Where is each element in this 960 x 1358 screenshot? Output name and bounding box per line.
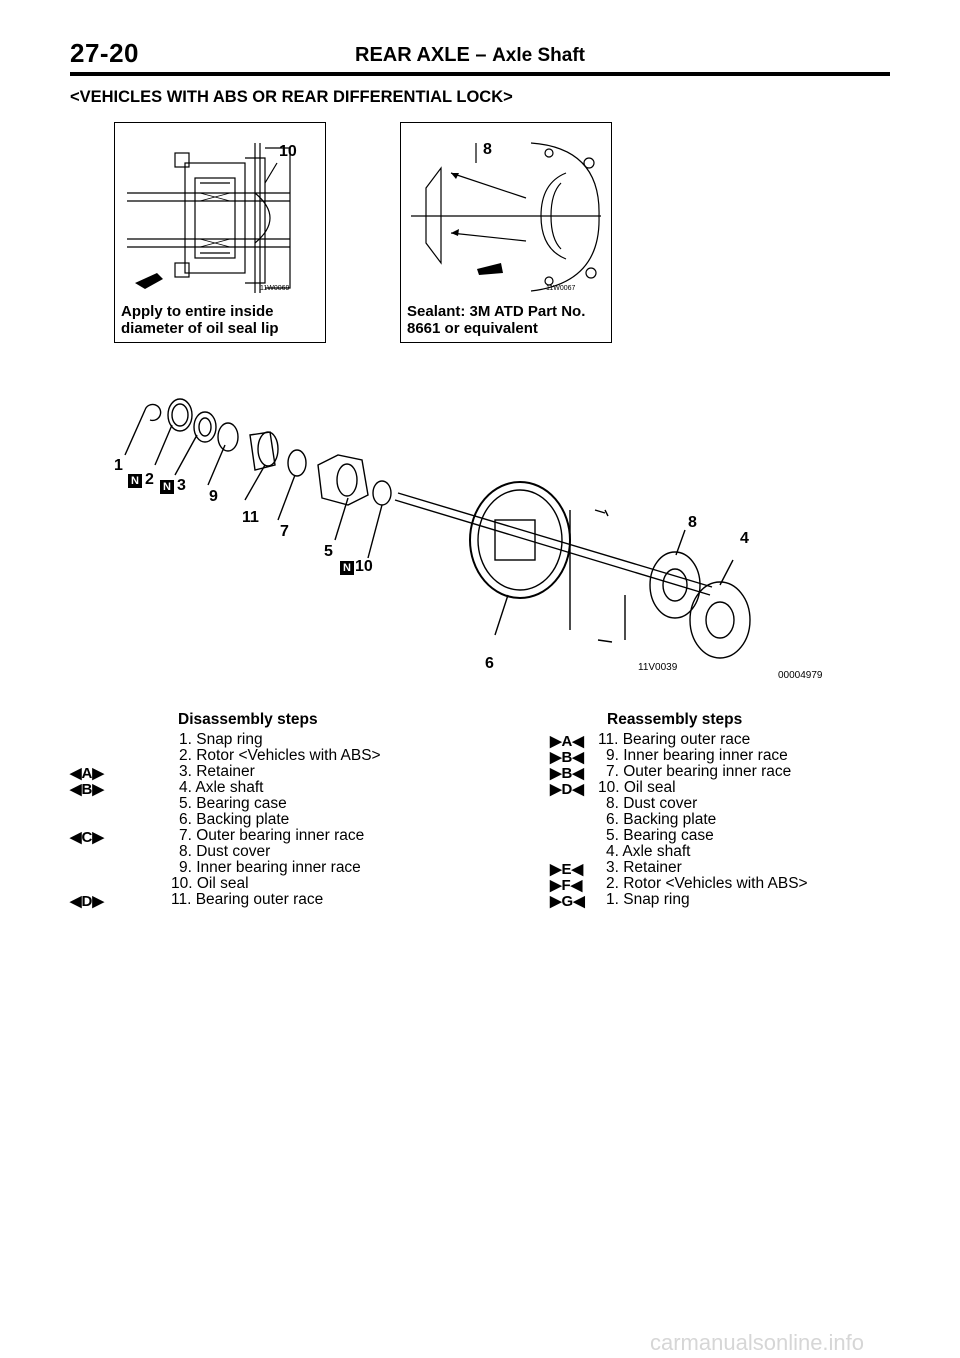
list-item: 6. Backing plate [179, 811, 290, 828]
service-mark-b: ▶B◀ [550, 749, 584, 766]
title-separator: – [469, 44, 493, 66]
reassembly-list: 11. Bearing outer race 9. Inner bearing … [598, 732, 858, 908]
title-sub: Axle Shaft [492, 45, 585, 66]
service-mark-e: ▶E◀ [550, 861, 584, 878]
new-part-badge: N [128, 474, 142, 488]
page-title: REAR AXLE – Axle Shaft [355, 44, 585, 67]
callout-6: 6 [485, 655, 494, 672]
exploded-code-2: 00004979 [778, 670, 823, 681]
caption-right: Sealant: 3M ATD Part No. 8661 or equival… [401, 303, 591, 337]
callout-1: 1 [114, 457, 123, 474]
callout-8: 8 [688, 514, 697, 531]
list-item: 9. Inner bearing inner race [606, 747, 788, 764]
list-item: 7. Outer bearing inner race [179, 827, 365, 844]
list-item: 11. Bearing outer race [598, 731, 751, 748]
caption-left-line1: Apply to entire inside [121, 303, 274, 320]
list-item: 7. Outer bearing inner race [606, 763, 792, 780]
list-item: 5. Bearing case [606, 827, 714, 844]
list-item: 3. Retainer [179, 763, 255, 780]
oil-seal [372, 480, 392, 506]
list-item: 11. Bearing outer race [171, 891, 324, 908]
exploded-code-1: 11V0039 [638, 662, 678, 673]
title-main: REAR AXLE [355, 44, 470, 66]
service-mark-f: ▶F◀ [550, 877, 583, 894]
service-mark-c: ◀C▶ [70, 829, 104, 846]
bearing-outer-race [249, 431, 276, 471]
figure-oil-seal: 11W0069 10 Apply to entire inside diamet… [114, 122, 326, 343]
section-title: <VEHICLES WITH ABS OR REAR DIFFERENTIAL … [70, 88, 513, 106]
disassembly-heading: Disassembly steps [178, 711, 318, 728]
list-item: 3. Retainer [606, 859, 682, 876]
service-mark-d: ◀D▶ [70, 893, 104, 910]
new-part-badge: N [340, 561, 354, 575]
rotor [167, 398, 193, 432]
list-item: 1. Snap ring [606, 891, 690, 908]
retainer [193, 411, 217, 443]
callout-11: 11 [242, 509, 259, 526]
list-item: 6. Backing plate [606, 811, 717, 828]
exploded-view: 11V0039 00004979 [124, 398, 823, 681]
service-mark-b: ▶B◀ [550, 765, 584, 782]
service-mark-b: ◀B▶ [70, 781, 104, 798]
list-item: 10. Oil seal [171, 875, 249, 892]
list-item: 2. Rotor <Vehicles with ABS> [606, 875, 808, 892]
callout-9: 9 [209, 488, 218, 505]
list-item: 4. Axle shaft [179, 779, 264, 796]
list-item: 4. Axle shaft [606, 843, 691, 860]
page-number: 27-20 [70, 38, 139, 68]
caption-right-line1: Sealant: 3M ATD Part No. [407, 303, 586, 320]
list-item: 10. Oil seal [598, 779, 676, 796]
reassembly-heading: Reassembly steps [607, 711, 743, 728]
service-mark-g: ▶G◀ [550, 893, 585, 910]
callout-2: 2 [145, 471, 154, 488]
caption-right-line2: 8661 or equivalent [407, 320, 538, 337]
list-item: 2. Rotor <Vehicles with ABS> [179, 747, 381, 764]
callout-10: 10 [355, 558, 373, 575]
callout-3: 3 [177, 477, 186, 494]
callout-7: 7 [280, 523, 289, 540]
caption-left-line2: diameter of oil seal lip [121, 320, 279, 337]
callout-4: 4 [740, 530, 749, 547]
list-item: 1. Snap ring [179, 731, 263, 748]
caption-left: Apply to entire inside diameter of oil s… [115, 303, 285, 337]
list-item: 8. Dust cover [179, 843, 271, 860]
figure-sealant: 11W0067 8 Sealant: 3M ATD Part No. 8661 … [400, 122, 612, 343]
axle-flange [689, 581, 751, 659]
new-part-badge: N [160, 480, 174, 494]
inner-bearing [217, 422, 239, 452]
oil-seal-illustration: 11W0069 [127, 143, 291, 293]
service-mark-a: ◀A▶ [70, 765, 104, 782]
callout-8-seal: 8 [483, 141, 492, 158]
callout-5: 5 [324, 543, 333, 560]
callout-10: 10 [279, 143, 297, 160]
disassembly-list: 1. Snap ring 2. Rotor <Vehicles with ABS… [163, 732, 403, 908]
fig-code-right: 11W0067 [546, 285, 576, 292]
header-rule [70, 72, 890, 76]
dust-cover [649, 551, 701, 619]
fig-code-left: 11W0069 [260, 285, 290, 292]
service-mark-d: ▶D◀ [550, 781, 584, 798]
dust-cover-illustration: 11W0067 [411, 142, 601, 292]
snap-ring [144, 403, 162, 422]
list-item: 9. Inner bearing inner race [179, 859, 361, 876]
list-item: 5. Bearing case [179, 795, 287, 812]
bearing-case [317, 454, 369, 506]
outer-bearing [287, 449, 307, 477]
list-item: 8. Dust cover [606, 795, 698, 812]
service-mark-a: ▶A◀ [550, 733, 584, 750]
watermark: carmanualsonline.info [650, 1330, 865, 1355]
